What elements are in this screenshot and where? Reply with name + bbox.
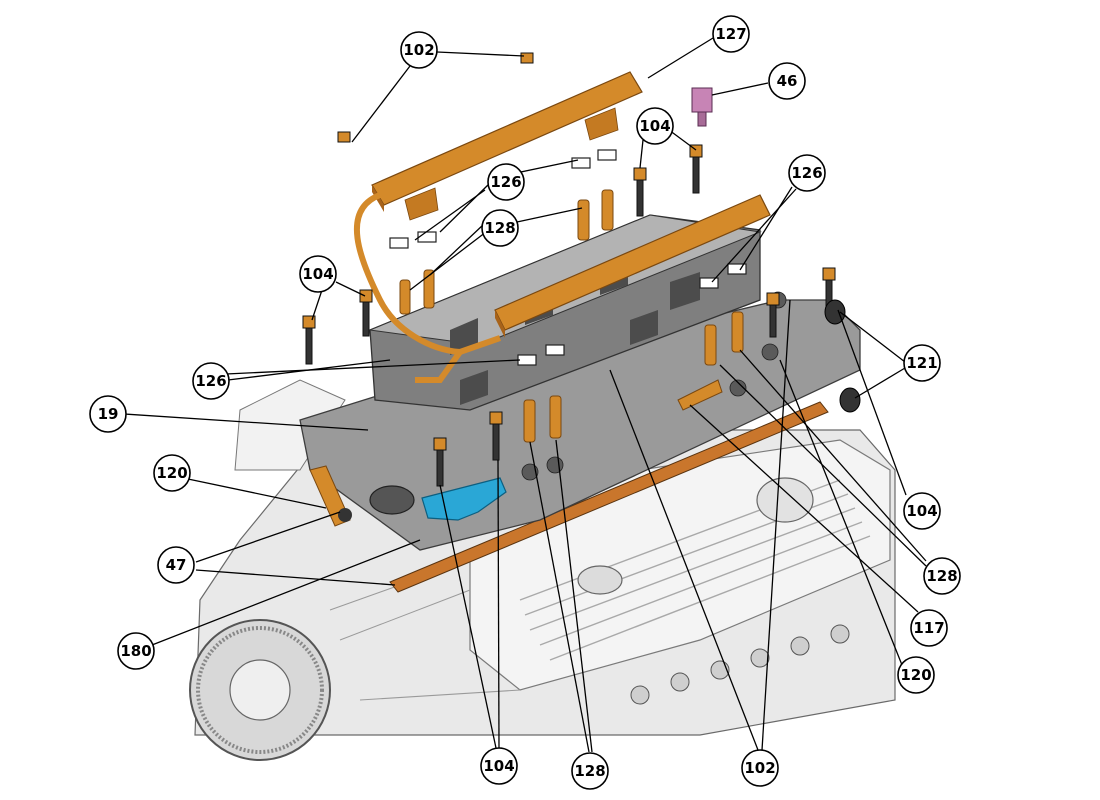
callout-120-right: 120	[897, 656, 935, 694]
callout-label: 128	[484, 219, 515, 237]
temperature-sensor	[691, 87, 713, 127]
oil-filler-cap	[756, 477, 814, 523]
callout-label: 126	[490, 173, 521, 191]
callout-label: 128	[574, 762, 605, 780]
callout-104-bottom: 104	[480, 747, 518, 785]
intake-gasket	[389, 401, 829, 593]
fuel-injectors	[399, 189, 744, 443]
callout-117: 117	[910, 609, 948, 647]
valve-cover-emblem	[577, 565, 623, 595]
callout-label: 102	[403, 41, 434, 59]
callout-label: 120	[156, 464, 187, 482]
callout-19: 19	[89, 395, 127, 433]
callout-label: 19	[98, 405, 119, 423]
callout-121: 121	[903, 344, 941, 382]
fuel-rail-left	[371, 71, 643, 221]
callout-104-left: 104	[299, 255, 337, 293]
throttle-bracket	[421, 477, 507, 521]
callout-128-bottom: 128	[571, 752, 609, 790]
leader-lines	[123, 37, 927, 753]
throttle-bore	[369, 485, 415, 515]
callout-120-left: 120	[153, 454, 191, 492]
callout-126-left: 126	[192, 362, 230, 400]
callout-label: 127	[715, 25, 746, 43]
callout-label: 128	[926, 567, 957, 585]
callout-128-right: 128	[923, 557, 961, 595]
callout-label: 126	[791, 164, 822, 182]
callout-label: 47	[166, 556, 187, 574]
callout-label: 117	[913, 619, 944, 637]
callout-label: 104	[483, 757, 514, 775]
callout-126-right: 126	[788, 154, 826, 192]
callout-label: 104	[906, 502, 937, 520]
callout-180: 180	[117, 632, 155, 670]
coolant-bracket	[309, 465, 352, 527]
callout-127: 127	[712, 15, 750, 53]
callout-102-bottom: 102	[741, 749, 779, 787]
callout-128-top: 128	[481, 209, 519, 247]
callout-label: 104	[302, 265, 333, 283]
callout-label: 121	[906, 354, 937, 372]
callout-104-right: 104	[903, 492, 941, 530]
callout-label: 180	[120, 642, 151, 660]
callout-126-top: 126	[487, 163, 525, 201]
callout-label: 104	[639, 117, 670, 135]
callout-label: 46	[777, 72, 798, 90]
callout-102-top: 102	[400, 31, 438, 69]
injector-clips	[389, 149, 747, 366]
fuel-rail-right	[494, 194, 771, 338]
hose-fitting	[677, 379, 723, 411]
callout-47: 47	[157, 546, 195, 584]
callout-46: 46	[768, 62, 806, 100]
fuel-crossover-line	[353, 192, 501, 356]
callout-label: 126	[195, 372, 226, 390]
callout-label: 102	[744, 759, 775, 777]
callout-104-top: 104	[636, 107, 674, 145]
vacuum-caps	[824, 299, 861, 413]
callout-label: 120	[900, 666, 931, 684]
